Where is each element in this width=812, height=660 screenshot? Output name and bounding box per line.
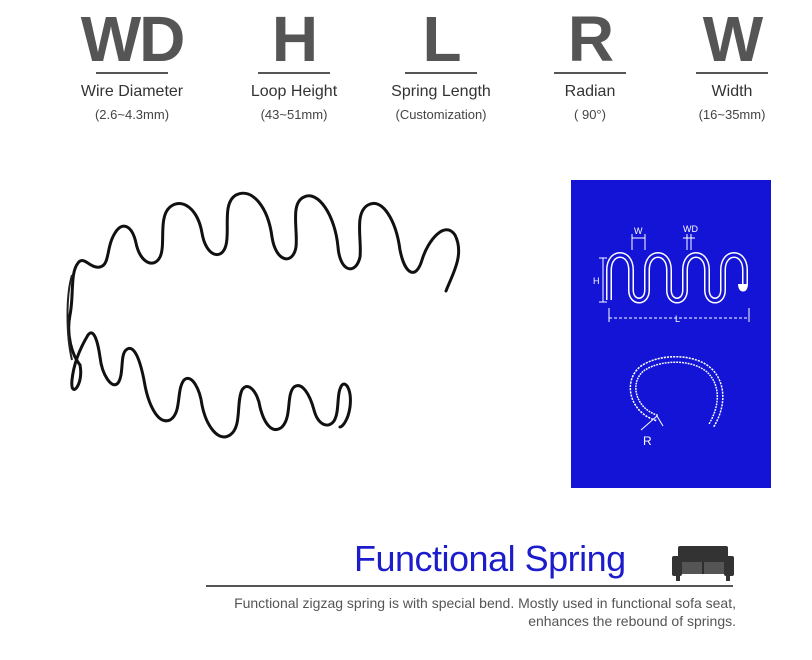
spec-letter: WD: [80, 3, 186, 75]
spec-divider: [405, 72, 477, 74]
spring-diagram-panel: W WD H L R: [571, 180, 771, 488]
spec-width: W Width (16~35mm): [662, 6, 802, 122]
sofa-icon: [672, 546, 734, 581]
diagram-label-h: H: [593, 276, 600, 286]
spec-name: Radian: [564, 83, 616, 100]
spec-radian: R Radian ( 90°): [520, 6, 660, 122]
diagram-label-r: R: [643, 434, 652, 448]
spec-divider: [258, 72, 330, 74]
diagram-label-l: L: [675, 314, 681, 324]
spec-letter: L: [422, 3, 461, 75]
spec-range: (Customization): [395, 107, 487, 122]
spring-diagram: [599, 234, 750, 431]
spec-wire-diameter: WD Wire Diameter (2.6~4.3mm): [62, 6, 202, 122]
zigzag-spring-image: [66, 191, 461, 439]
spec-divider: [554, 72, 626, 74]
spec-range: (43~51mm): [260, 107, 328, 122]
spec-divider: [96, 72, 168, 74]
spec-divider: [696, 72, 768, 74]
description-text: Functional zigzag spring is with special…: [96, 594, 736, 630]
spec-spring-length: L Spring Length (Customization): [371, 6, 511, 122]
page-title: Functional Spring: [354, 538, 626, 579]
diagram-label-w: W: [634, 226, 643, 236]
spec-loop-height: H Loop Height (43~51mm): [224, 6, 364, 122]
spec-letter: W: [702, 3, 763, 75]
spec-letter: H: [271, 3, 318, 75]
spec-name: Spring Length: [391, 83, 491, 100]
spec-letter: R: [567, 3, 614, 75]
spec-range: (16~35mm): [698, 107, 766, 122]
spec-range: ( 90°): [574, 107, 606, 122]
spec-name: Width: [711, 83, 753, 100]
spec-name: Wire Diameter: [80, 83, 184, 100]
diagram-label-wd: WD: [683, 224, 698, 234]
spec-range: (2.6~4.3mm): [94, 107, 170, 122]
title-divider: [206, 585, 733, 587]
description-line: enhances the rebound of springs.: [528, 613, 736, 629]
description-line: Functional zigzag spring is with special…: [234, 595, 736, 611]
spec-name: Loop Height: [250, 83, 338, 100]
